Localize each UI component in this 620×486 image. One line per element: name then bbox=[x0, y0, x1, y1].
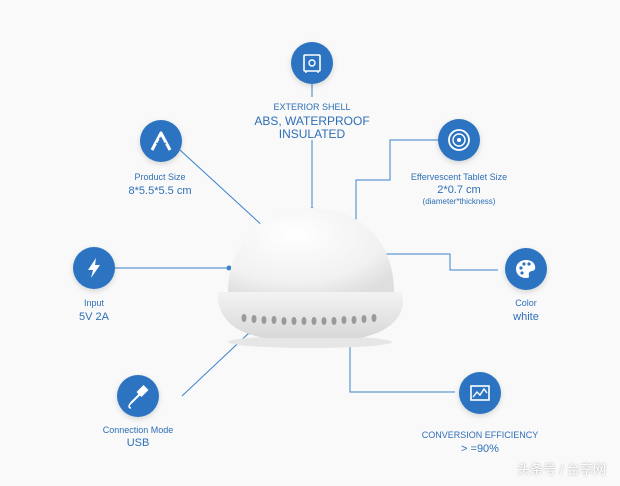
shell-title: EXTERIOR SHELL bbox=[273, 102, 351, 112]
connection-value: USB bbox=[126, 437, 150, 449]
lightning-icon bbox=[73, 247, 115, 289]
efficiency-value: > =90% bbox=[461, 443, 499, 455]
shell-value-2: INSULATED bbox=[278, 127, 346, 141]
shell-value-1: ABS, WATERPROOF bbox=[254, 114, 370, 128]
connection-title: Connection Mode bbox=[102, 425, 174, 435]
product-image bbox=[217, 208, 403, 348]
palette-icon bbox=[505, 248, 547, 290]
tablet-value: 2*0.7 cm bbox=[437, 184, 481, 196]
watermark: 头条号 / 台享网 bbox=[517, 462, 606, 477]
size-title: Product Size bbox=[134, 172, 186, 182]
usb-cable-icon bbox=[117, 375, 159, 417]
tablet-note: (diameter*thickness) bbox=[422, 197, 496, 206]
tablet-title: Effervescent Tablet Size bbox=[410, 172, 508, 182]
color-title: Color bbox=[515, 298, 537, 308]
color-value: white bbox=[513, 311, 539, 323]
safe-icon bbox=[291, 42, 333, 84]
input-title: Input bbox=[83, 298, 105, 308]
chart-icon bbox=[459, 372, 501, 414]
ruler-icon bbox=[140, 120, 182, 162]
efficiency-title: CONVERSION EFFICIENCY bbox=[421, 430, 539, 440]
disc-icon bbox=[438, 119, 480, 161]
size-value: 8*5.5*5.5 cm bbox=[128, 185, 192, 197]
input-value: 5V 2A bbox=[79, 311, 109, 323]
